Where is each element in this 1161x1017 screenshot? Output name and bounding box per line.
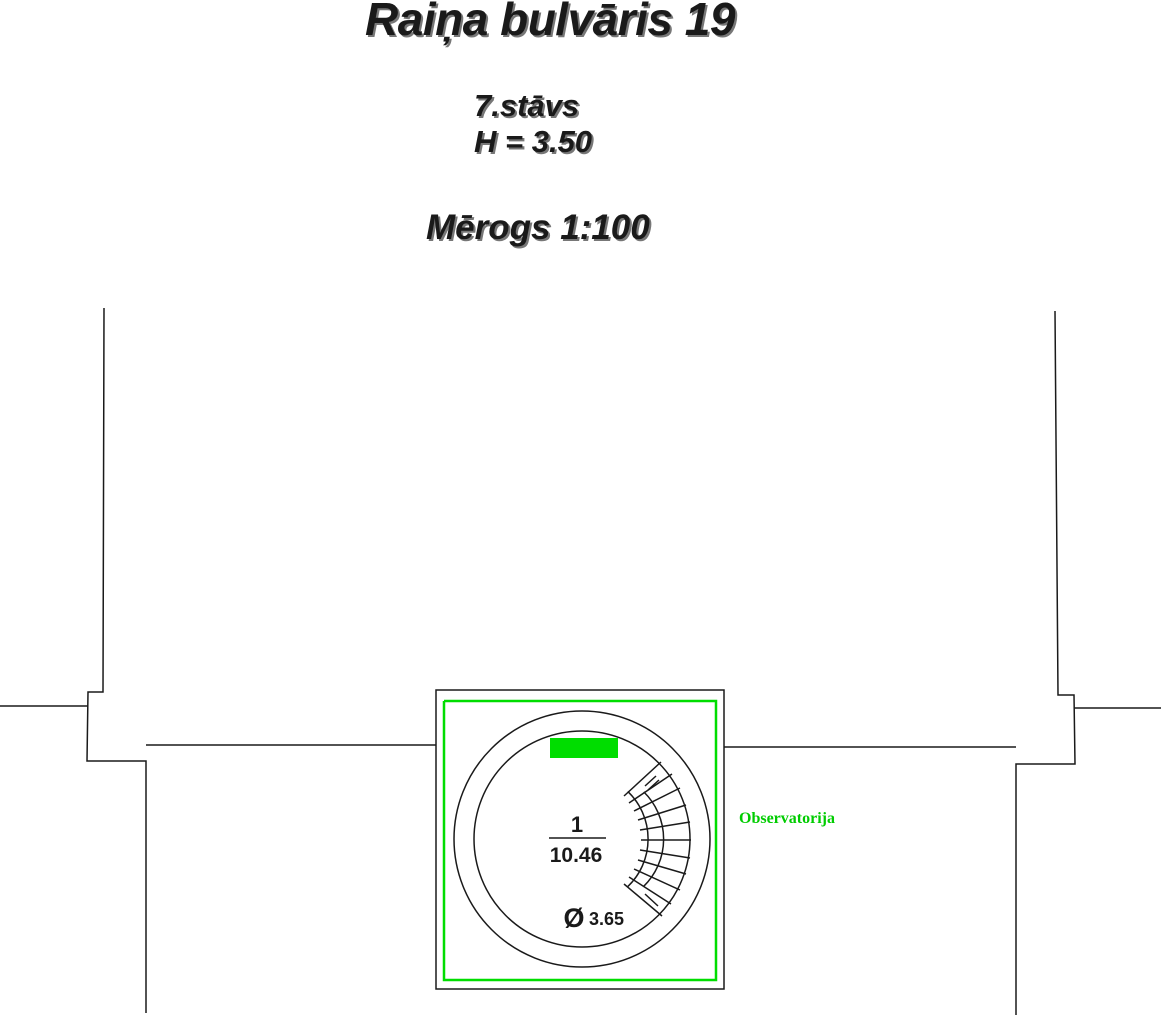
stair-height: 10.46 <box>550 844 603 867</box>
tower-outer-circle <box>453 710 711 968</box>
diameter-symbol: Ø <box>563 903 584 933</box>
observatory-room-boundary <box>442 699 718 982</box>
floor-height: H = 3.50 <box>474 124 593 159</box>
scale-label: Mērogs 1:100 <box>426 208 650 247</box>
floor-level: 7.stāvs <box>474 88 580 123</box>
room-label-observatorija: Observatorija <box>739 810 835 827</box>
left-wall-outline <box>86 307 147 1013</box>
stair-count: 1 <box>571 812 583 837</box>
tower-inner-circle <box>473 730 691 948</box>
observatory-tower-outline <box>435 689 725 990</box>
floor-info: 7.stāvs H = 3.50 <box>474 88 592 160</box>
diameter-value: 3.65 <box>589 909 624 929</box>
right-wall-outline <box>1015 310 1076 1015</box>
spiral-staircase <box>623 761 691 917</box>
plan-title-address: Raiņa bulvāris 19 <box>365 0 735 45</box>
highlight-marker <box>550 738 618 758</box>
